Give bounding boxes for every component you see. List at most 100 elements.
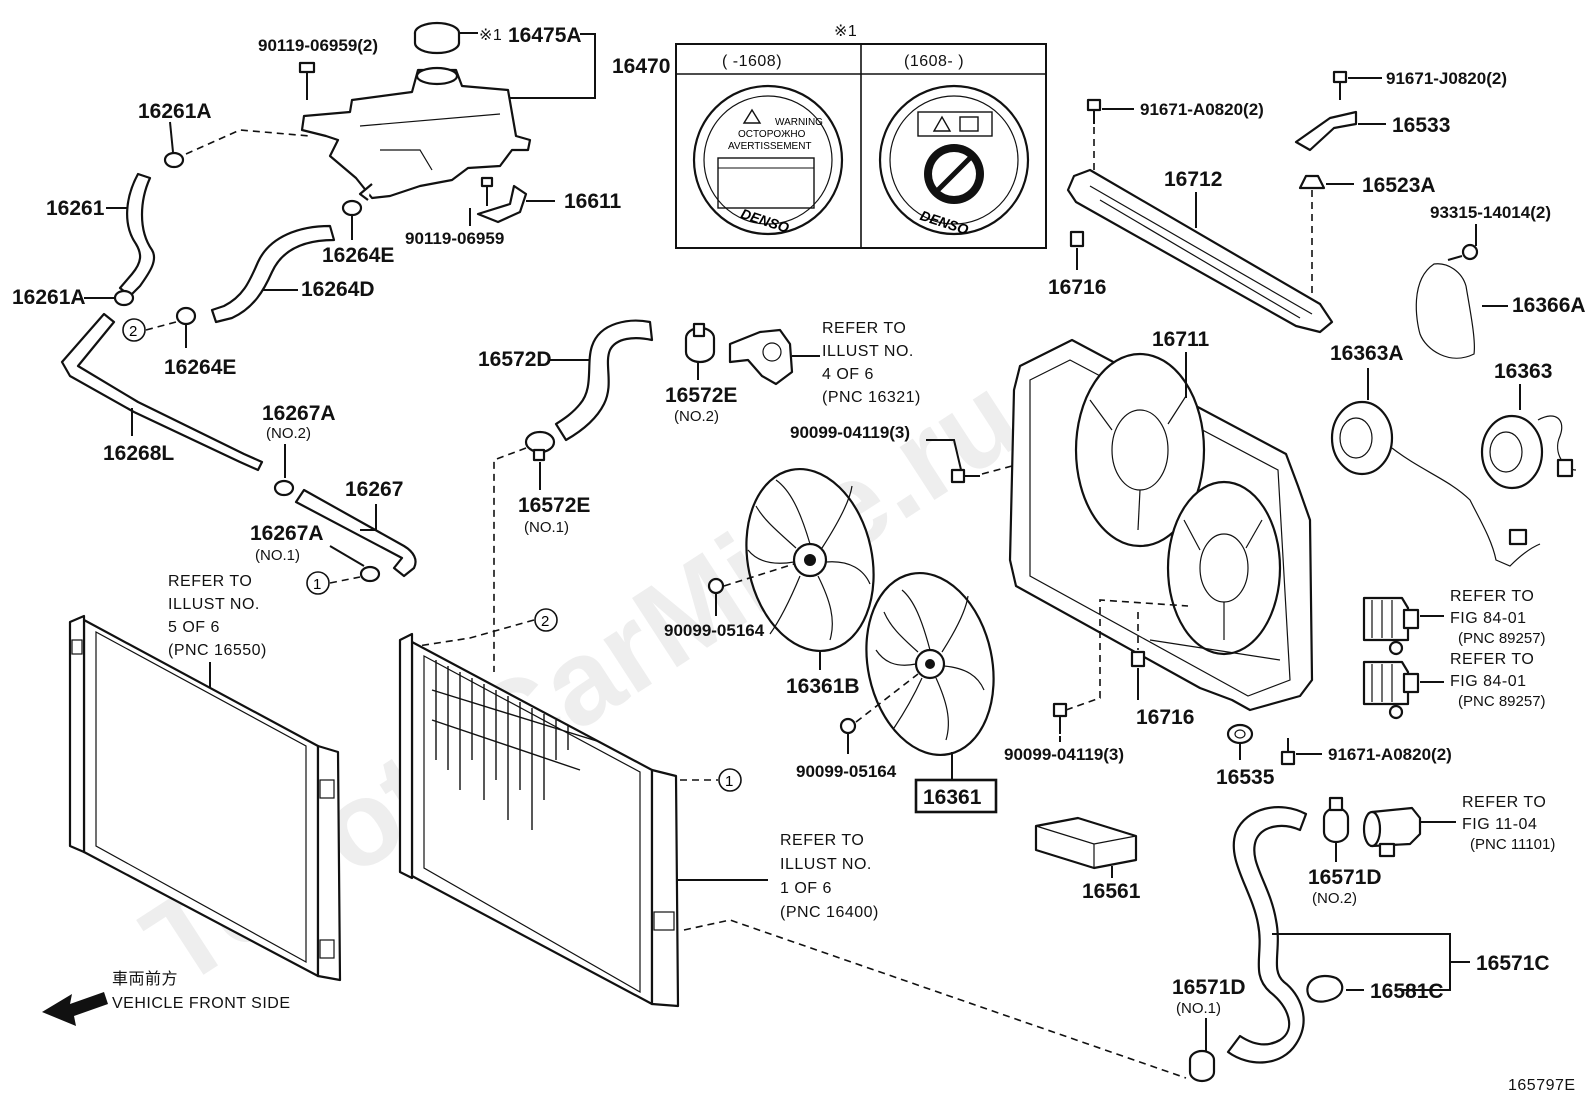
svg-text:2: 2: [541, 613, 549, 630]
svg-text:1: 1: [313, 576, 321, 593]
label-16470: 16470: [612, 55, 670, 78]
label-16267A-bot-sub: (NO.1): [255, 547, 300, 564]
label-16572E-top: 16572E: [665, 384, 737, 407]
svg-text:ILLUST NO.: ILLUST NO.: [780, 856, 872, 873]
label-16475A-mark: ※1: [479, 27, 502, 44]
label-16712: 16712: [1164, 168, 1222, 191]
hose-clamp-icon: [113, 289, 135, 307]
radiator-icon: [398, 632, 680, 1008]
screw-icon: [1447, 243, 1479, 261]
label-16267A-top: 16267A: [262, 402, 336, 425]
label-16361: 16361: [923, 786, 982, 809]
inset-note-mark: ※1: [834, 23, 857, 40]
label-90099-04119-3-bot: 90099-04119(3): [1004, 745, 1124, 764]
label-16711: 16711: [1152, 328, 1210, 351]
label-90119-06959: 90119-06959: [405, 229, 504, 248]
hose-clamp-icon: [684, 322, 716, 364]
svg-text:(PNC 89257): (PNC 89257): [1458, 630, 1546, 647]
hose-clamp-icon: [1322, 796, 1350, 844]
svg-text:(PNC 16400): (PNC 16400): [780, 904, 879, 921]
svg-text:REFER TO: REFER TO: [1450, 588, 1534, 605]
callout-1: 1: [718, 768, 742, 792]
direction-japanese: 車両前方: [112, 970, 178, 988]
svg-text:FIG 11-04: FIG 11-04: [1462, 816, 1537, 833]
water-inlet-pipe-icon: [1362, 806, 1422, 858]
hose-16267-icon: [294, 488, 417, 578]
label-16523A: 16523A: [1362, 174, 1436, 197]
bolt-icon: [1280, 738, 1296, 766]
fan-motor-16363A-icon: [1330, 400, 1541, 567]
hose-clamp-icon: [1188, 1049, 1216, 1083]
label-16561: 16561: [1082, 880, 1141, 903]
grommet-icon: [1226, 723, 1254, 745]
reservoir-tank-icon: [300, 66, 532, 201]
bracket-16611-icon: [476, 176, 528, 224]
svg-text:REFER TO: REFER TO: [168, 573, 252, 590]
bolt-icon: [1086, 98, 1102, 124]
label-90099-05164-top: 90099-05164: [664, 621, 765, 640]
svg-text:1 OF 6: 1 OF 6: [780, 880, 832, 897]
grommet-icon: [1069, 230, 1085, 248]
bolt-icon: [1332, 70, 1348, 100]
label-16264D: 16264D: [301, 278, 375, 301]
hose-16572D-icon: [554, 319, 654, 442]
bolt-icon: [1052, 702, 1068, 734]
label-16572E-top-sub: (NO.2): [674, 408, 719, 425]
callout-1: 1: [306, 571, 330, 595]
hose-clamp-icon: [1306, 974, 1344, 1003]
pipe-16268L-icon: [60, 312, 264, 472]
seal-pad-icon: [1034, 816, 1138, 870]
hose-clamp-icon: [524, 430, 556, 462]
svg-text:AVERTISSEMENT: AVERTISSEMENT: [728, 141, 812, 152]
label-91671-A0820-2-top: 91671-A0820(2): [1140, 100, 1264, 119]
label-90099-05164-bot: 90099-05164: [796, 762, 897, 781]
nut-icon: [839, 717, 857, 735]
svg-text:(PNC 16550): (PNC 16550): [168, 642, 267, 659]
grommet-icon: [1130, 650, 1146, 668]
svg-text:ILLUST NO.: ILLUST NO.: [822, 343, 914, 360]
label-16261A-top: 16261A: [138, 100, 212, 123]
svg-text:2: 2: [129, 323, 137, 340]
hose-clamp-icon: [359, 565, 381, 583]
fan-motor-16363-icon: [1480, 414, 1577, 490]
cap-inset: ※1 ( -1608) (1608- ) WARNING OCTOPOЖНО A…: [675, 23, 1047, 249]
label-16261: 16261: [46, 197, 105, 220]
ref-11101: REFER TO FIG 11-04 (PNC 11101): [1462, 794, 1555, 853]
hose-clamp-icon: [163, 151, 185, 169]
svg-text:REFER TO: REFER TO: [1462, 794, 1546, 811]
label-16363: 16363: [1494, 360, 1552, 383]
label-16571D-top-sub: (NO.2): [1312, 890, 1357, 907]
cushion-icon: [1298, 174, 1326, 190]
svg-text:OCTOPOЖНО: OCTOPOЖНО: [738, 129, 806, 140]
figure-id: 165797E: [1508, 1077, 1576, 1094]
support-bracket-icon: [1066, 168, 1334, 334]
reservoir-cap-icon: [413, 21, 461, 55]
label-16581C: 16581C: [1370, 980, 1444, 1003]
wire-guard-icon: [1415, 263, 1475, 359]
label-16264E-bot: 16264E: [164, 356, 236, 379]
nut-icon: [707, 577, 725, 595]
svg-text:REFER TO: REFER TO: [822, 320, 906, 337]
fan-16361B-icon: [745, 467, 875, 653]
label-16716-bot: 16716: [1136, 706, 1194, 729]
hose-16261-icon: [118, 172, 156, 298]
label-16267A-top-sub: (NO.2): [266, 425, 311, 442]
svg-text:(PNC 89257): (PNC 89257): [1458, 693, 1546, 710]
cap-left-icon: WARNING OCTOPOЖНО AVERTISSEMENT DENSO: [692, 84, 844, 236]
svg-text:4 OF 6: 4 OF 6: [822, 366, 874, 383]
label-90099-04119-3-top: 90099-04119(3): [790, 423, 910, 442]
label-16361B: 16361B: [786, 675, 860, 698]
svg-text:WARNING: WARNING: [775, 117, 823, 128]
label-93315-14014-2: 93315-14014(2): [1430, 203, 1551, 222]
svg-text:5 OF 6: 5 OF 6: [168, 619, 220, 636]
label-16268L: 16268L: [103, 442, 174, 465]
svg-text:FIG 84-01: FIG 84-01: [1450, 673, 1527, 690]
label-16571C: 16571C: [1476, 952, 1550, 975]
bolt-icon: [950, 468, 980, 484]
hose-clamp-icon: [175, 306, 197, 326]
label-16361-box: [914, 778, 998, 814]
ref-16321: REFER TO ILLUST NO. 4 OF 6 (PNC 16321): [822, 320, 920, 406]
label-16535: 16535: [1216, 766, 1275, 789]
inset-col-left: ( -1608): [722, 53, 782, 70]
label-16475A: 16475A: [508, 24, 582, 47]
